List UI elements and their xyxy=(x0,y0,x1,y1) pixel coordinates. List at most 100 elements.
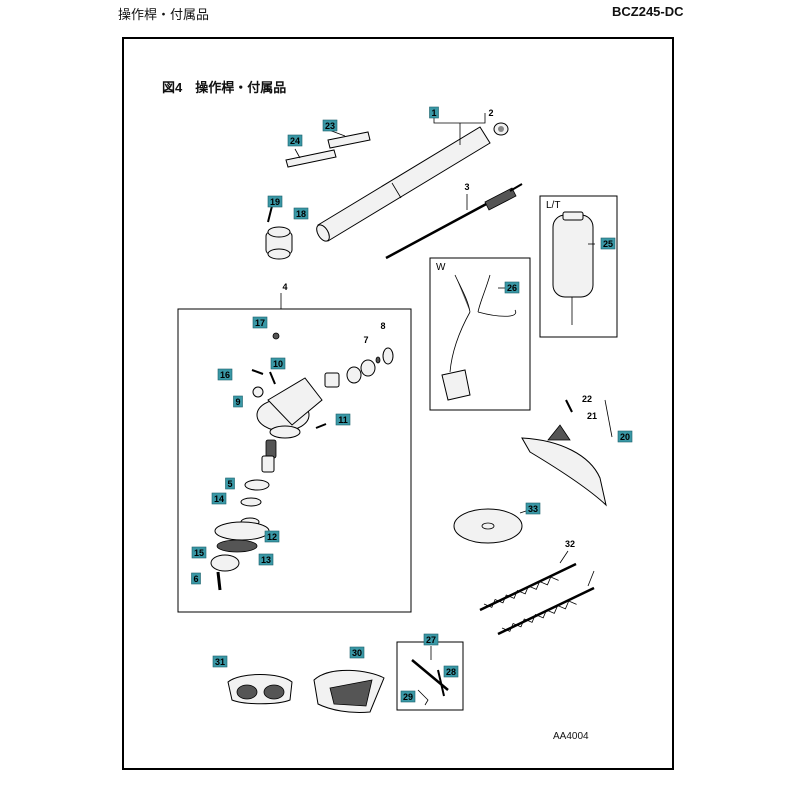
label-sticker-24 xyxy=(285,149,337,168)
callout-number: 25 xyxy=(603,239,613,249)
callout-25: 25 xyxy=(600,237,616,250)
callout-29: 29 xyxy=(400,690,416,703)
blade-holder-13 xyxy=(216,539,258,553)
callout-30: 30 xyxy=(349,646,365,659)
callout-7: 7 xyxy=(363,335,368,345)
callout-21: 21 xyxy=(587,411,597,421)
blade-cover-upper xyxy=(479,562,577,612)
callout-number: 4 xyxy=(282,282,287,292)
shoulder-strap xyxy=(441,274,517,401)
callout-9: 9 xyxy=(233,395,243,408)
callout-number: 10 xyxy=(273,359,283,369)
callout-28: 28 xyxy=(443,665,459,678)
callout-8: 8 xyxy=(380,321,385,331)
washer-14 xyxy=(240,497,262,507)
callout-number: 29 xyxy=(403,692,413,702)
callout-number: 31 xyxy=(215,657,225,667)
callout-24: 24 xyxy=(287,134,303,147)
callout-number: 32 xyxy=(565,539,575,549)
cover-15 xyxy=(210,554,240,572)
callout-number: 27 xyxy=(426,635,436,645)
callout-number: 21 xyxy=(587,411,597,421)
washer-5 xyxy=(244,479,270,491)
callout-17: 17 xyxy=(252,316,268,329)
blade-cover-lower xyxy=(497,586,595,636)
gear-case xyxy=(256,347,394,439)
shoulder-strap-box xyxy=(429,257,531,411)
drive-shaft xyxy=(385,183,523,260)
callout-11: 11 xyxy=(335,413,351,426)
instruction-manual xyxy=(313,669,385,713)
callout-number: 7 xyxy=(363,335,368,345)
callout-19: 19 xyxy=(267,195,283,208)
callout-number: 23 xyxy=(325,121,335,131)
callout-13: 13 xyxy=(258,553,274,566)
header-model-number: BCZ245-DC xyxy=(612,4,684,19)
callout-number: 9 xyxy=(235,397,240,407)
callout-number: 13 xyxy=(261,555,271,565)
callout-number: 22 xyxy=(582,394,592,404)
label-sticker-23 xyxy=(327,131,371,149)
callout-20: 20 xyxy=(617,430,633,443)
bolt-10 xyxy=(269,371,276,385)
callout-number: 15 xyxy=(194,548,204,558)
callout-12: 12 xyxy=(264,530,280,543)
callout-number: 19 xyxy=(270,197,280,207)
callout-27: 27 xyxy=(423,633,439,646)
callout-number: 24 xyxy=(290,136,300,146)
callout-4: 4 xyxy=(282,282,287,292)
callout-16: 16 xyxy=(217,368,233,381)
callout-14: 14 xyxy=(211,492,227,505)
callout-2: 2 xyxy=(488,108,493,118)
drawing-code: AA4004 xyxy=(553,731,589,742)
callout-18: 18 xyxy=(293,207,309,220)
callout-number: 2 xyxy=(488,108,493,118)
saw-blade xyxy=(453,508,523,544)
callout-5: 5 xyxy=(225,477,235,490)
callout-10: 10 xyxy=(270,357,286,370)
callout-number: 8 xyxy=(380,321,385,331)
callout-number: 3 xyxy=(464,182,469,192)
callout-32: 32 xyxy=(565,539,575,549)
operating-pipe xyxy=(316,126,491,242)
blade-guard xyxy=(521,399,607,507)
diagram-frame xyxy=(122,37,674,770)
callout-number: 5 xyxy=(227,479,232,489)
callout-number: 14 xyxy=(214,494,224,504)
callout-number: 11 xyxy=(338,415,348,425)
bolt-11 xyxy=(315,423,327,429)
strap-box-label: W xyxy=(436,262,446,273)
nut-6 xyxy=(216,571,222,591)
callout-number: 12 xyxy=(267,532,277,542)
pipe-clamp xyxy=(265,226,293,260)
callout-number: 17 xyxy=(255,318,265,328)
safety-goggles xyxy=(227,674,293,705)
callout-number: 20 xyxy=(620,432,630,442)
callout-3: 3 xyxy=(464,182,469,192)
callout-number: 1 xyxy=(431,108,436,118)
wrench-tools xyxy=(411,659,449,706)
callout-22: 22 xyxy=(582,394,592,404)
callout-number: 16 xyxy=(220,370,230,380)
callout-26: 26 xyxy=(504,281,520,294)
callout-31: 31 xyxy=(212,655,228,668)
callout-15: 15 xyxy=(191,546,207,559)
clamp-bolt xyxy=(267,205,273,223)
screw-17 xyxy=(272,332,280,340)
callout-6: 6 xyxy=(191,572,201,585)
callout-number: 33 xyxy=(528,504,538,514)
callout-number: 30 xyxy=(352,648,362,658)
callout-33: 33 xyxy=(525,502,541,515)
tool-bag-box xyxy=(539,195,618,338)
callout-number: 6 xyxy=(193,574,198,584)
bolt-16 xyxy=(251,369,264,375)
callout-23: 23 xyxy=(322,119,338,132)
figure-title: 図4 操作桿・付属品 xyxy=(162,80,287,95)
gear-shaft xyxy=(261,439,277,473)
callout-1: 1 xyxy=(429,106,439,119)
bolt-9 xyxy=(252,386,264,398)
callout-number: 28 xyxy=(446,667,456,677)
bag-box-label: L/T xyxy=(546,200,560,211)
